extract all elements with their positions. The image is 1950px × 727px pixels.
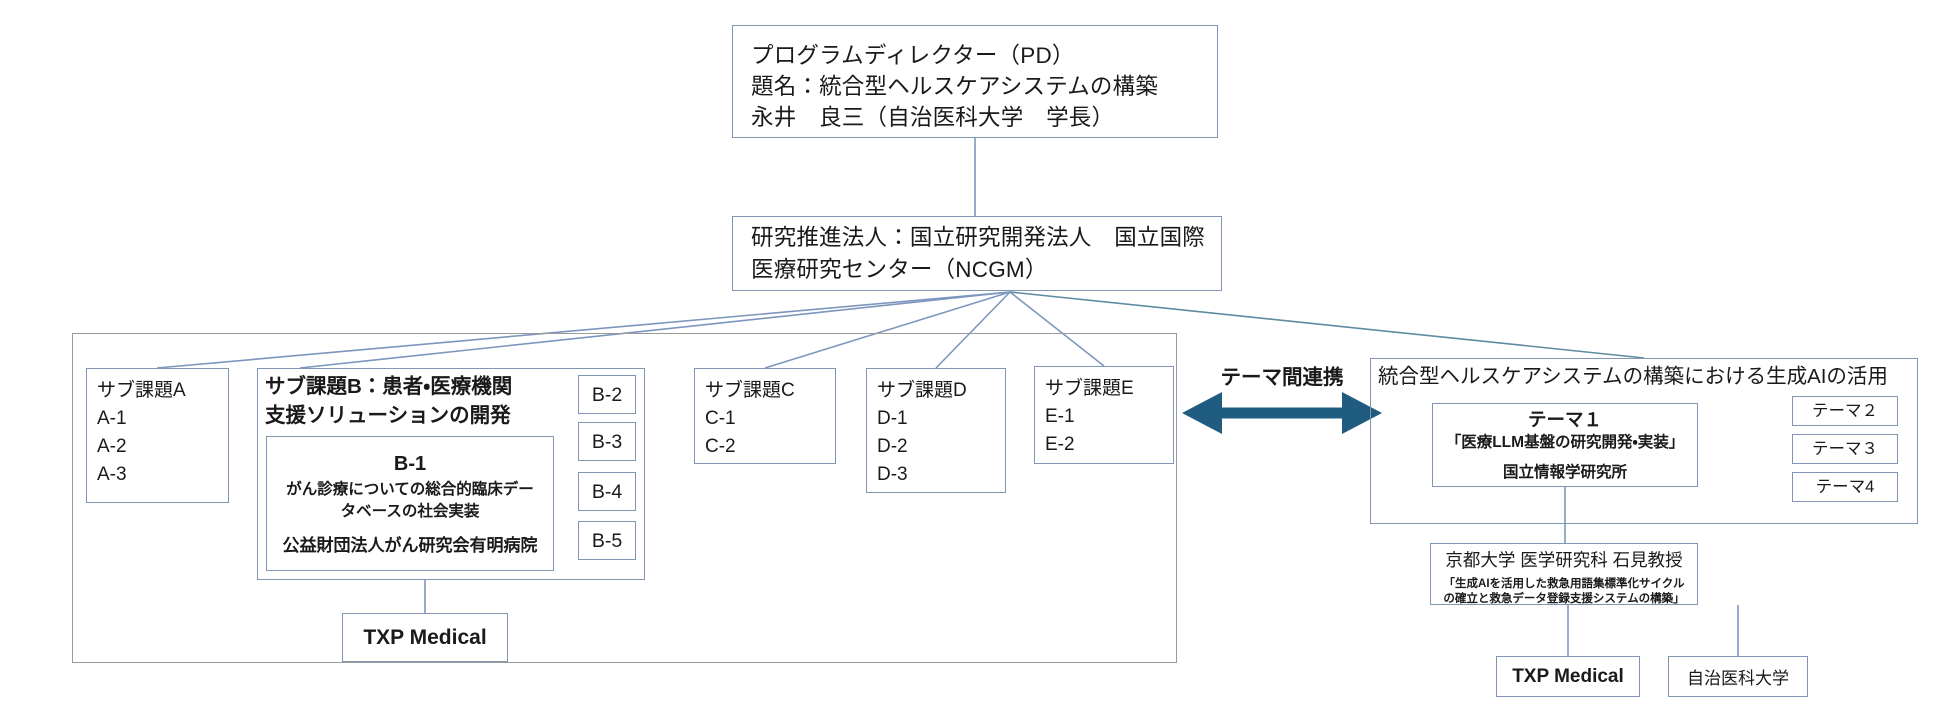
theme-link-label: テーマ間連携 [1220,366,1344,389]
b4-box: B-4 [578,472,636,511]
ncgm-line-2: 医療研究センター（NCGM） [751,256,1048,282]
theme3-box: テーマ３ [1792,434,1898,464]
sub-task-e-box: サブ課題E E-1 E-2 [1034,366,1174,464]
sub-task-d-item-2: D-2 [877,436,908,457]
kyoto-title: 京都大学 医学研究科 石見教授 [1445,550,1683,570]
kyoto-desc-line-1: 「生成AIを活用した救急用語集標準化サイクル [1443,578,1685,590]
txp-medical-right-box: TXP Medical [1496,656,1640,697]
sub-task-e-item-1: E-1 [1045,406,1075,427]
sub-task-a-heading: サブ課題A [97,380,186,401]
txp-medical-left-label: TXP Medical [363,625,487,649]
theme2-box: テーマ２ [1792,396,1898,426]
theme4-box: テーマ4 [1792,472,1898,502]
sub-task-d-item-1: D-1 [877,408,908,429]
sub-task-b-heading-line-1: サブ課題B：患者・医療機関 [265,375,513,398]
b5-box: B-5 [578,521,636,560]
pd-line-3: 永井 良三（自治医科大学 学長） [751,105,1115,130]
sub-task-c-item-2: C-2 [705,436,736,457]
theme1-box: テーマ１ 「医療LLM基盤の研究開発・実装」 国立情報学研究所 [1432,403,1698,487]
sub-task-d-heading: サブ課題D [877,380,967,401]
b1-desc-line-2: タベースの社会実装 [340,502,480,520]
b4-label: B-4 [591,480,623,503]
b3-label: B-3 [591,430,623,453]
b1-organization: 公益財団法人がん研究会有明病院 [282,535,538,555]
pd-line-1: プログラムディレクター（PD） [751,43,1075,68]
generative-ai-panel-title: 統合型ヘルスケアシステムの構築における生成AIの活用 [1378,365,1888,388]
b5-label: B-5 [591,529,623,552]
pd-line-2: 題名：統合型ヘルスケアシステムの構築 [751,74,1159,99]
sub-task-a-box: サブ課題A A-1 A-2 A-3 [86,368,229,503]
theme1-organization: 国立情報学研究所 [1502,463,1627,481]
sub-task-c-heading: サブ課題C [705,380,795,401]
sub-task-e-heading: サブ課題E [1045,378,1134,399]
ncgm-line-1: 研究推進法人：国立研究開発法人 国立国際 [751,224,1206,250]
b3-box: B-3 [578,422,636,461]
sub-task-e-item-2: E-2 [1045,434,1075,455]
sub-task-d-box: サブ課題D D-1 D-2 D-3 [866,368,1006,493]
theme1-code: テーマ１ [1527,408,1602,430]
double-arrow-icon [1182,392,1382,434]
jichi-medical-university-label: 自治医科大学 [1687,669,1789,688]
b1-code: B-1 [393,452,427,475]
sub-task-a-item-2: A-2 [97,436,127,457]
program-director-box: プログラムディレクター（PD） 題名：統合型ヘルスケアシステムの構築 永井 良三… [732,25,1218,138]
theme1-subtitle: 「医療LLM基盤の研究開発・実装」 [1445,433,1685,451]
sub-task-d-item-3: D-3 [877,464,908,485]
jichi-medical-university-box: 自治医科大学 [1668,656,1808,697]
sub-task-c-box: サブ課題C C-1 C-2 [694,368,836,464]
b2-label: B-2 [591,383,623,406]
kyoto-university-box: 京都大学 医学研究科 石見教授 「生成AIを活用した救急用語集標準化サイクル の… [1430,543,1698,605]
theme4-label: テーマ4 [1815,478,1875,496]
sub-task-a-item-3: A-3 [97,464,127,485]
sub-task-b-heading: サブ課題B：患者・医療機関 支援ソリューションの開発 [265,372,565,430]
txp-medical-left-box: TXP Medical [342,613,508,662]
ncgm-box: 研究推進法人：国立研究開発法人 国立国際 医療研究センター（NCGM） [732,216,1222,291]
b1-desc-line-1: がん診療についての総合的臨床デー [286,480,534,498]
b2-box: B-2 [578,375,636,414]
kyoto-desc-line-2: の確立と救急データ登録支援システムの構築」 [1443,593,1685,605]
theme2-label: テーマ２ [1812,402,1878,420]
theme3-label: テーマ３ [1812,440,1878,458]
txp-medical-right-label: TXP Medical [1512,665,1624,687]
sub-task-a-item-1: A-1 [97,408,127,429]
sub-task-b-heading-line-2: 支援ソリューションの開発 [265,404,511,427]
sub-task-c-item-1: C-1 [705,408,736,429]
b1-box: B-1 がん診療についての総合的臨床デー タベースの社会実装 公益財団法人がん研… [266,436,554,571]
